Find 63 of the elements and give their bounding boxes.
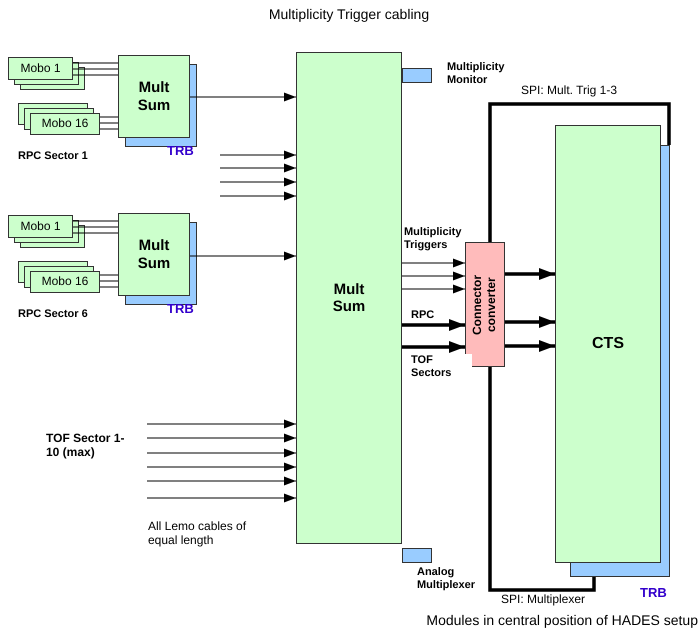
module-label: Mult Sum (332, 280, 366, 316)
cable-line (72, 68, 118, 70)
arrow (146, 462, 296, 472)
board-card (8, 57, 73, 80)
arrow (146, 434, 296, 442)
cable-line (72, 232, 118, 234)
arrow (220, 150, 296, 160)
arrow (402, 272, 466, 280)
module-label: Connector converter (471, 274, 499, 336)
arrow (505, 340, 555, 352)
cable-line (100, 280, 118, 282)
module-label: Mult Sum (136, 79, 172, 114)
cable-line (488, 367, 596, 592)
diagram-caption: Modules in central position of HADES setup (425, 612, 698, 628)
board-card (30, 271, 100, 293)
note-text: RPC Sector 6 (18, 308, 89, 321)
edge-label: TOF Sectors (410, 354, 472, 380)
board-tag: TRB (167, 302, 194, 317)
module-label: Mobo 1 (20, 62, 61, 76)
module-label: Mobo 16 (42, 117, 88, 131)
board-tag: TRB (167, 144, 194, 159)
edge-label: SPI: Multiplexer (500, 593, 586, 607)
arrow (220, 164, 296, 172)
board-tag: TRB (640, 586, 667, 601)
arrow (220, 178, 296, 186)
arrow (146, 494, 296, 502)
cable-line (72, 226, 118, 228)
diagram-title: Multiplicity Trigger cabling (268, 6, 430, 22)
note-text: TOF Sector 1-10 (max) (46, 432, 126, 460)
module-label: Mobo 1 (20, 220, 61, 234)
arrow (146, 420, 296, 428)
arrow (402, 284, 466, 294)
cable-line (72, 74, 118, 76)
cable-line (72, 62, 118, 64)
module-label: Analog Multiplexer (417, 566, 476, 592)
module-label: Mult Sum (136, 237, 172, 272)
converter-box (465, 242, 505, 367)
edge-label: SPI: Mult. Trig 1-3 (520, 84, 618, 98)
module-label: Mobo 16 (42, 275, 88, 289)
arrow (402, 341, 465, 353)
cable-line (100, 122, 118, 124)
arrow (505, 268, 555, 280)
arrow (402, 319, 465, 331)
note-text: RPC Sector 1 (18, 150, 89, 163)
module-label: CTS (591, 334, 625, 354)
cable-line (72, 220, 118, 222)
arrow (220, 192, 296, 200)
arrow (146, 476, 296, 486)
cable-line (488, 102, 671, 242)
arrow (146, 448, 296, 458)
module-box (296, 52, 402, 544)
cable-line (100, 274, 118, 276)
arrow (190, 252, 296, 260)
board-card (8, 215, 73, 238)
arrow (505, 316, 555, 328)
cable-line (100, 116, 118, 118)
arrow (402, 258, 466, 268)
cable-line (100, 128, 118, 130)
cable-line (100, 286, 118, 288)
board-card (30, 113, 100, 135)
arrow (190, 92, 296, 102)
module-label: Multiplicity Monitor (447, 61, 506, 86)
note-text: All Lemo cables of equal length (148, 520, 248, 548)
